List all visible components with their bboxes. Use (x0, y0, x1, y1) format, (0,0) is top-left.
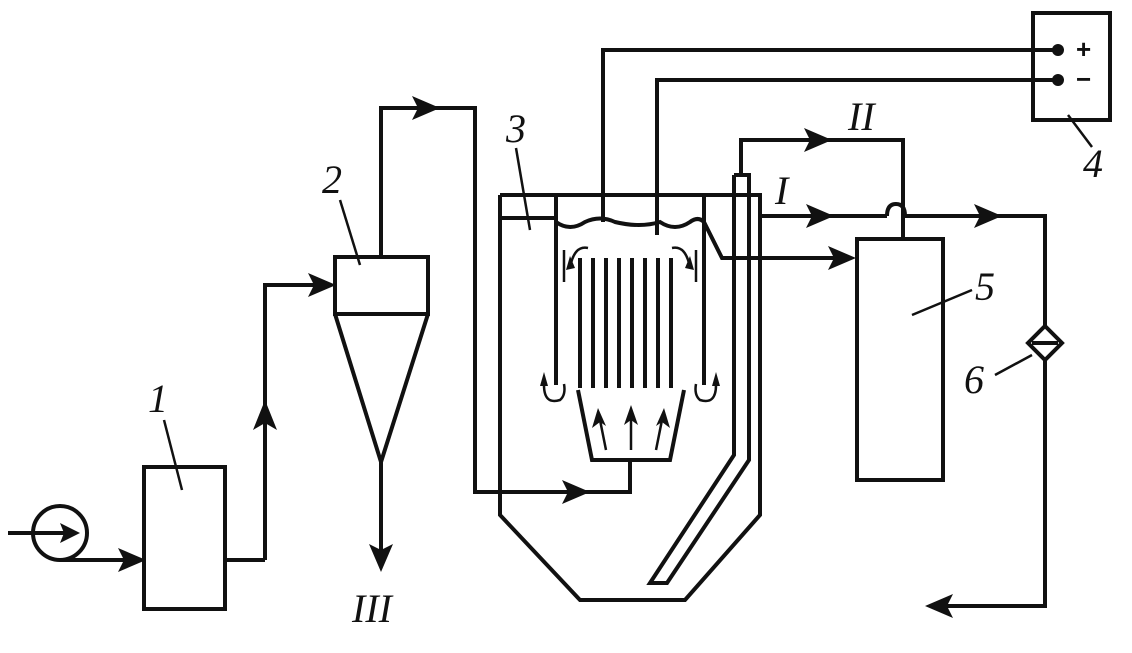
label-unit-5: 5 (975, 264, 995, 309)
wire-negative (655, 78, 1058, 235)
label-stream-III: III (351, 586, 394, 631)
label-unit-1: 1 (148, 376, 168, 421)
unit-6-element (1025, 323, 1065, 363)
leader-unit-3 (514, 147, 532, 231)
leader-unit-4 (1067, 114, 1093, 148)
label-stream-II: II (847, 94, 876, 139)
label-stream-I: I (774, 168, 790, 213)
label-unit-4: 4 (1083, 141, 1103, 186)
label-unit-6: 6 (964, 357, 984, 402)
pipe-stream-II (739, 128, 905, 240)
pipe-2-to-3 (379, 96, 632, 504)
unit-3-apparatus (498, 173, 762, 602)
label-unit-2: 2 (322, 157, 342, 202)
leader-unit-5 (911, 288, 973, 317)
label-unit-3: 3 (505, 106, 526, 151)
pipe-6-outlet (925, 360, 1047, 618)
leader-unit-6 (994, 353, 1033, 377)
wire-positive (601, 48, 1058, 222)
leader-unit-1 (162, 419, 184, 491)
sign-negative: − (1076, 64, 1091, 94)
pipe-3-to-5 (702, 221, 856, 270)
unit-2-cyclone (333, 255, 430, 469)
pipe-stream-I (760, 201, 1047, 328)
unit-4-power-supply (1031, 11, 1112, 122)
pump-outlet-line (60, 548, 146, 572)
pump-icon (8, 504, 89, 562)
pipe-1-to-2 (253, 273, 336, 560)
unit-1-vessel (142, 465, 227, 611)
leader-unit-2 (338, 199, 362, 266)
pipe-stream-III (369, 462, 393, 572)
sign-positive: + (1076, 34, 1091, 64)
unit-5-vessel (855, 237, 945, 482)
